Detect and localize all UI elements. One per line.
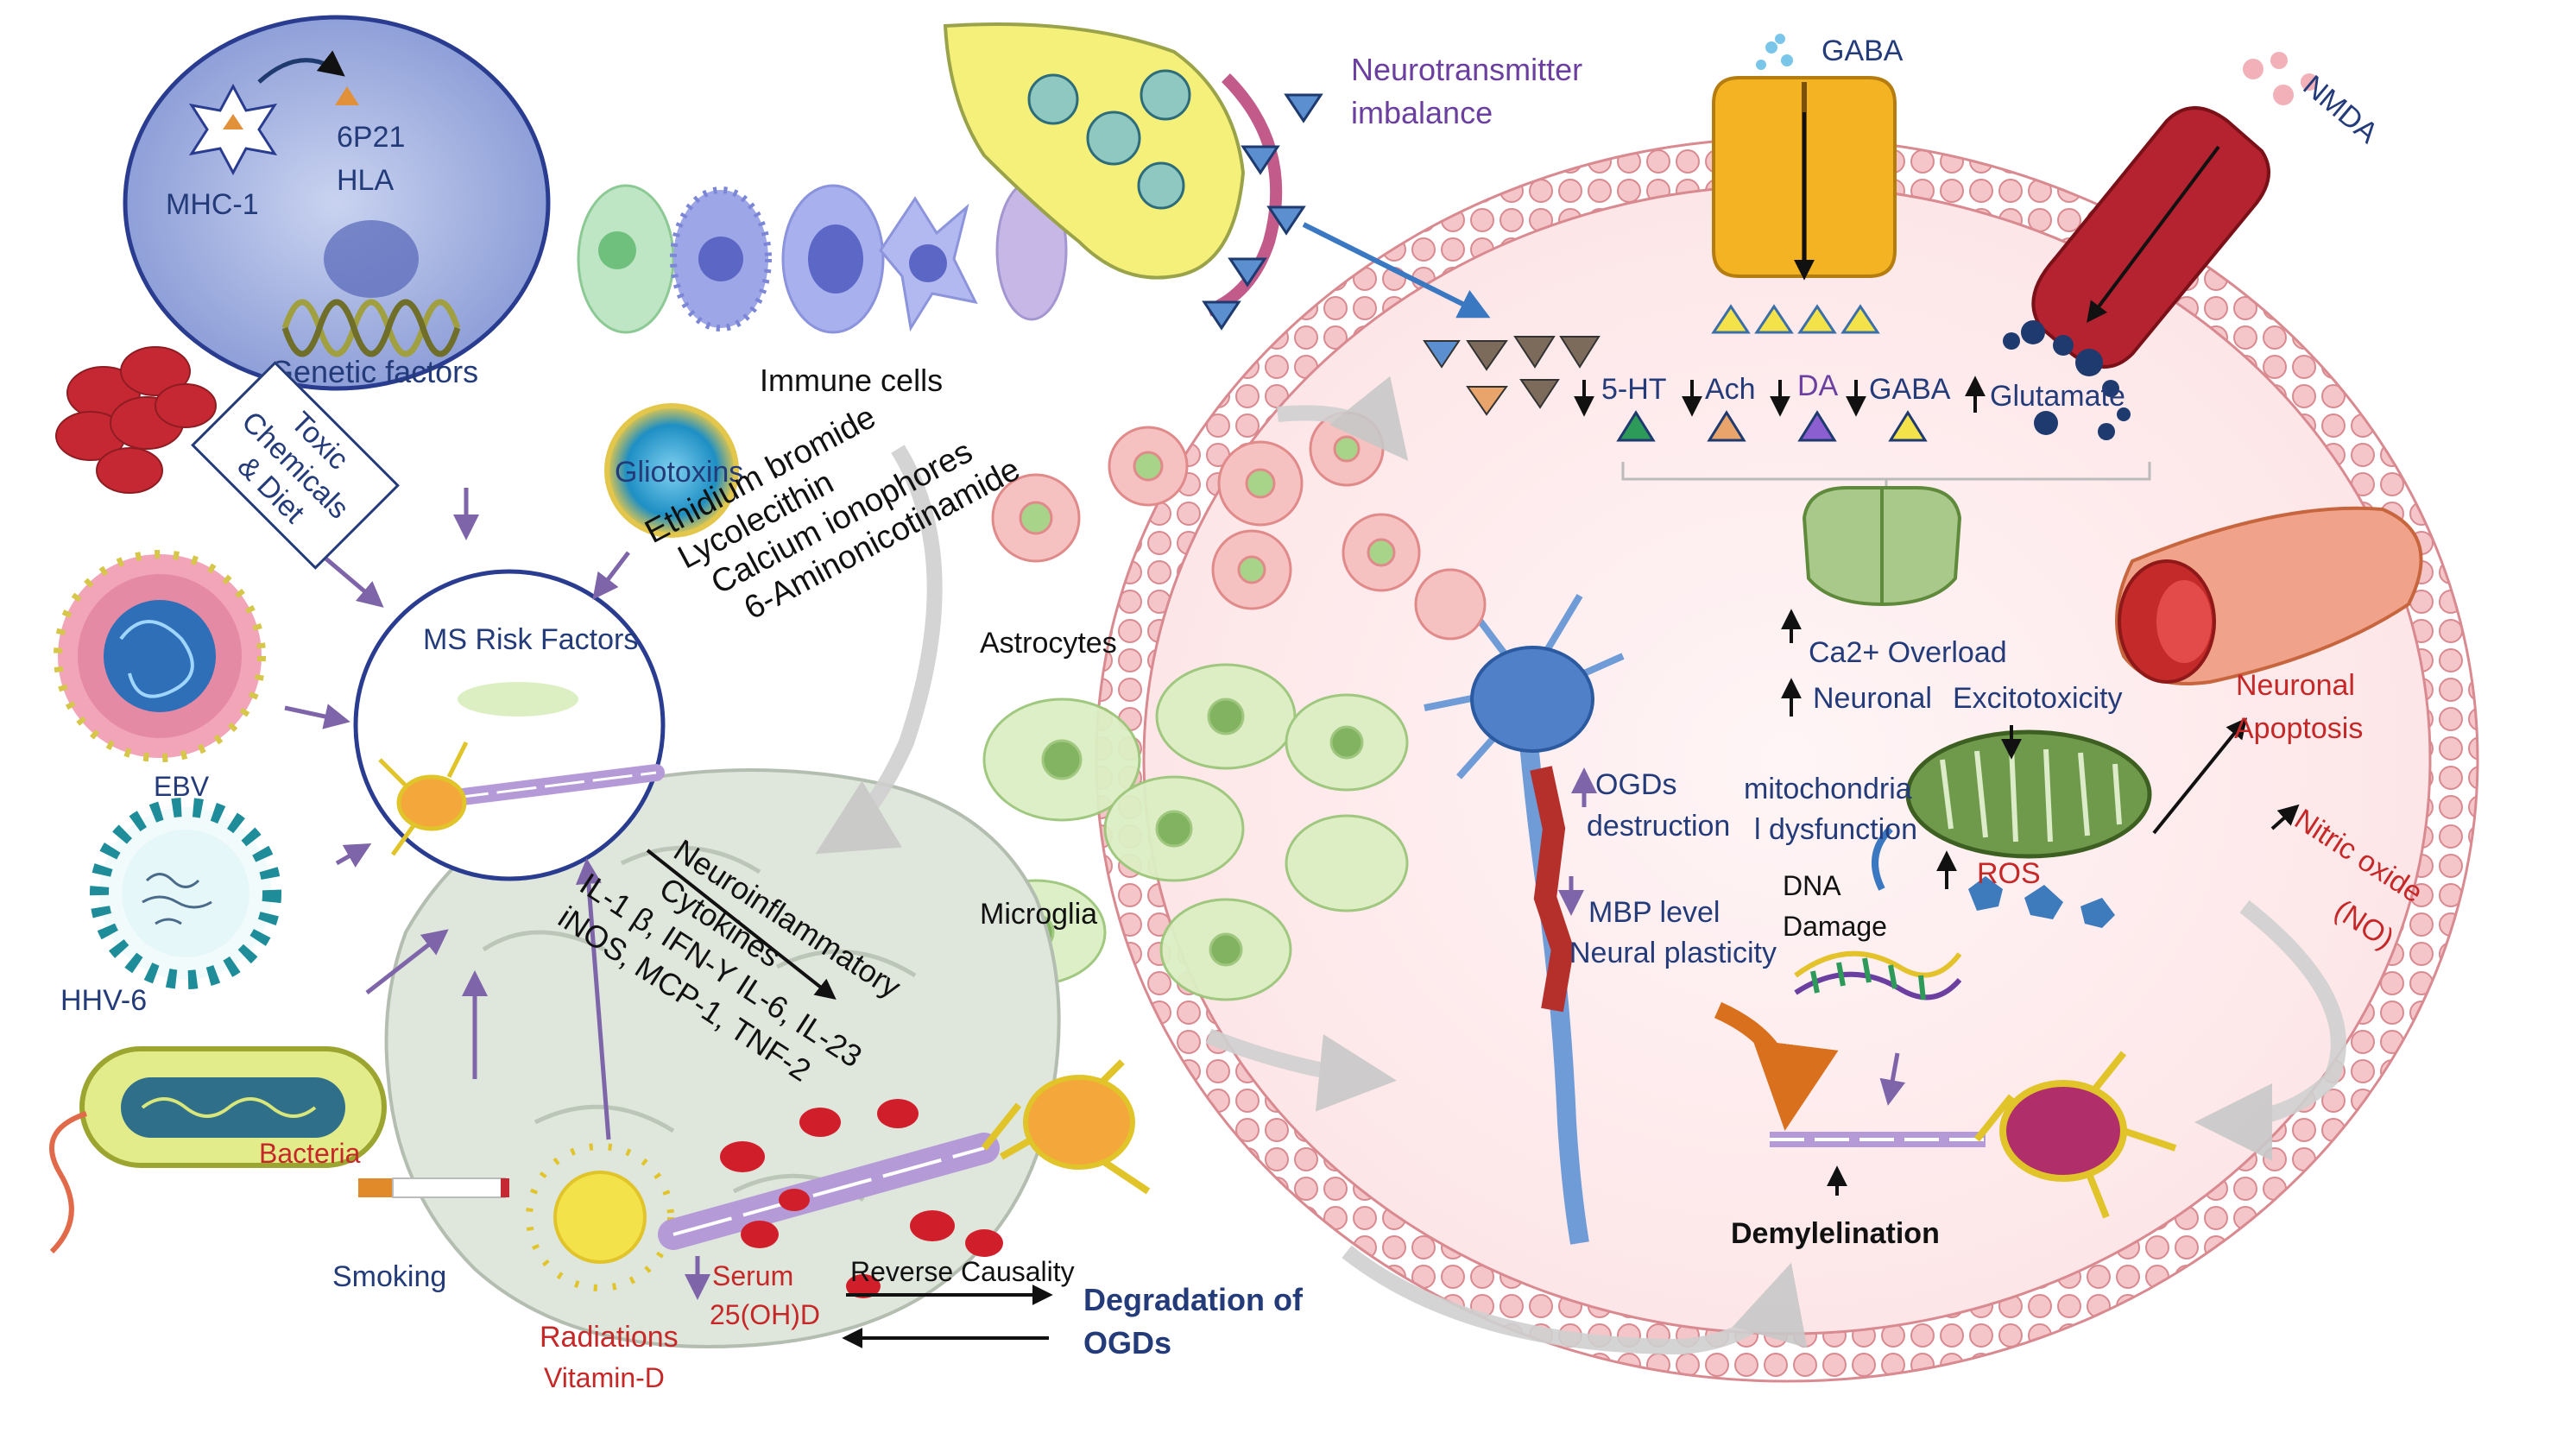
neural-plasticity-label: Neural plasticity bbox=[1569, 937, 1777, 969]
astrocytes-cluster bbox=[991, 411, 1487, 641]
mitochondria-label-1: mitochondria bbox=[1744, 773, 1912, 805]
glutamate-label: Glutamate bbox=[1990, 380, 2125, 413]
ms-risk-factors-title: MS Risk Factors bbox=[423, 623, 639, 656]
cigarette-icon bbox=[358, 1177, 509, 1198]
myelinated-axon-icon bbox=[658, 1059, 1151, 1298]
risk-circle-neuron-icon bbox=[378, 682, 665, 856]
ros-blobs bbox=[1968, 876, 2115, 928]
genetic-factors-label: Genetic factors bbox=[269, 354, 479, 389]
hla-label: HLA bbox=[337, 164, 395, 197]
astrocytes-label: Astrocytes bbox=[980, 627, 1117, 660]
red-cells-icon bbox=[55, 346, 217, 494]
serum-label: Serum bbox=[712, 1260, 794, 1291]
gaba-channel-icon bbox=[1712, 34, 1897, 281]
smoking-label: Smoking bbox=[332, 1260, 447, 1293]
da-label: DA bbox=[1797, 369, 1839, 402]
ach-label: Ach bbox=[1705, 373, 1756, 406]
calcium-channel-icon bbox=[1802, 486, 1962, 607]
demyelination-label: Demylelination bbox=[1731, 1217, 1940, 1250]
yellow-triangles bbox=[1711, 304, 1880, 334]
excitotoxicity-label: Excitotoxicity bbox=[1953, 682, 2123, 715]
neurotransmitter-label-1: Neurotransmitter bbox=[1351, 52, 1583, 87]
serum-25ohd-label: 25(OH)D bbox=[710, 1299, 821, 1330]
orange-curve-arrow bbox=[1714, 1001, 1839, 1131]
immune-cells-icons bbox=[577, 180, 1068, 334]
ca-overload-label: Ca2+ Overload bbox=[1809, 636, 2007, 669]
nt-triangles-cell bbox=[1423, 336, 1601, 416]
ogds-label: OGDs bbox=[1595, 768, 1677, 801]
microglia-cluster bbox=[965, 663, 1409, 1001]
ebv-virus-icon bbox=[90, 798, 281, 989]
mbp-level-label: MBP level bbox=[1588, 896, 1720, 929]
brain-icon bbox=[384, 768, 1061, 1349]
ach-symbol bbox=[1707, 410, 1746, 442]
degradation-label-1: Degradation of bbox=[1083, 1282, 1304, 1317]
microglia-label: Microglia bbox=[980, 898, 1098, 931]
ms-risk-factors-circle bbox=[353, 569, 666, 881]
gaba-label: GABA bbox=[1869, 373, 1951, 406]
da-symbol bbox=[1797, 410, 1837, 442]
damage-label: Damage bbox=[1783, 911, 1887, 942]
immune-cells-label: Immune cells bbox=[760, 363, 944, 398]
gliotoxins-label: Gliotoxins bbox=[615, 456, 744, 489]
radiations-label: Radiations bbox=[540, 1321, 679, 1354]
ebv-label: EBV bbox=[154, 771, 210, 802]
gaba-symbol bbox=[1888, 410, 1928, 442]
dna-helix-icon bbox=[281, 299, 461, 357]
degradation-label-2: OGDs bbox=[1083, 1325, 1172, 1360]
neurotransmitter-label-2: imbalance bbox=[1351, 95, 1493, 130]
dna-label: DNA bbox=[1783, 870, 1841, 901]
neurotransmitter-triangles bbox=[1202, 93, 1323, 331]
synapse-icon bbox=[943, 22, 1283, 317]
glutamate-dots bbox=[2003, 320, 2131, 440]
mitochondria-label-2: l dysfunction bbox=[1754, 813, 1917, 846]
destruction-label: destruction bbox=[1587, 810, 1731, 843]
sun-radiation-icon bbox=[526, 1143, 674, 1291]
blood-vessel-icon bbox=[2115, 506, 2423, 685]
5ht-label: 5-HT bbox=[1601, 373, 1667, 406]
vitamin-d-label: Vitamin-D bbox=[544, 1362, 665, 1393]
reverse-causality-label: Reverse Causality bbox=[850, 1256, 1075, 1287]
demyelinated-neuron-icon bbox=[1770, 1051, 2177, 1219]
neuronal-label: Neuronal bbox=[1813, 682, 1932, 715]
mitochondria-icon bbox=[1905, 729, 2152, 859]
hla-triangle-icon bbox=[335, 86, 359, 105]
dna-damage-icon bbox=[1794, 950, 1962, 1001]
nmda-channel-icon bbox=[2031, 52, 2318, 369]
bacteria-icon bbox=[49, 1046, 387, 1254]
neuronal-apoptosis-label-1: Neuronal bbox=[2236, 669, 2355, 702]
gaba-top-label: GABA bbox=[1822, 35, 1904, 67]
virus-large-icon bbox=[54, 550, 266, 762]
hhv6-label: HHV-6 bbox=[60, 984, 148, 1017]
bacteria-label: Bacteria bbox=[259, 1138, 361, 1169]
neuron-icon bbox=[1424, 593, 1625, 1245]
5ht-symbol bbox=[1616, 410, 1656, 442]
gliotoxins-circle bbox=[604, 403, 739, 538]
6p21-label: 6P21 bbox=[337, 121, 406, 154]
neuronal-apoptosis-label-2: Apoptosis bbox=[2234, 712, 2364, 745]
mhc1-label: MHC-1 bbox=[166, 188, 259, 221]
ros-label: ROS bbox=[1977, 857, 2041, 890]
